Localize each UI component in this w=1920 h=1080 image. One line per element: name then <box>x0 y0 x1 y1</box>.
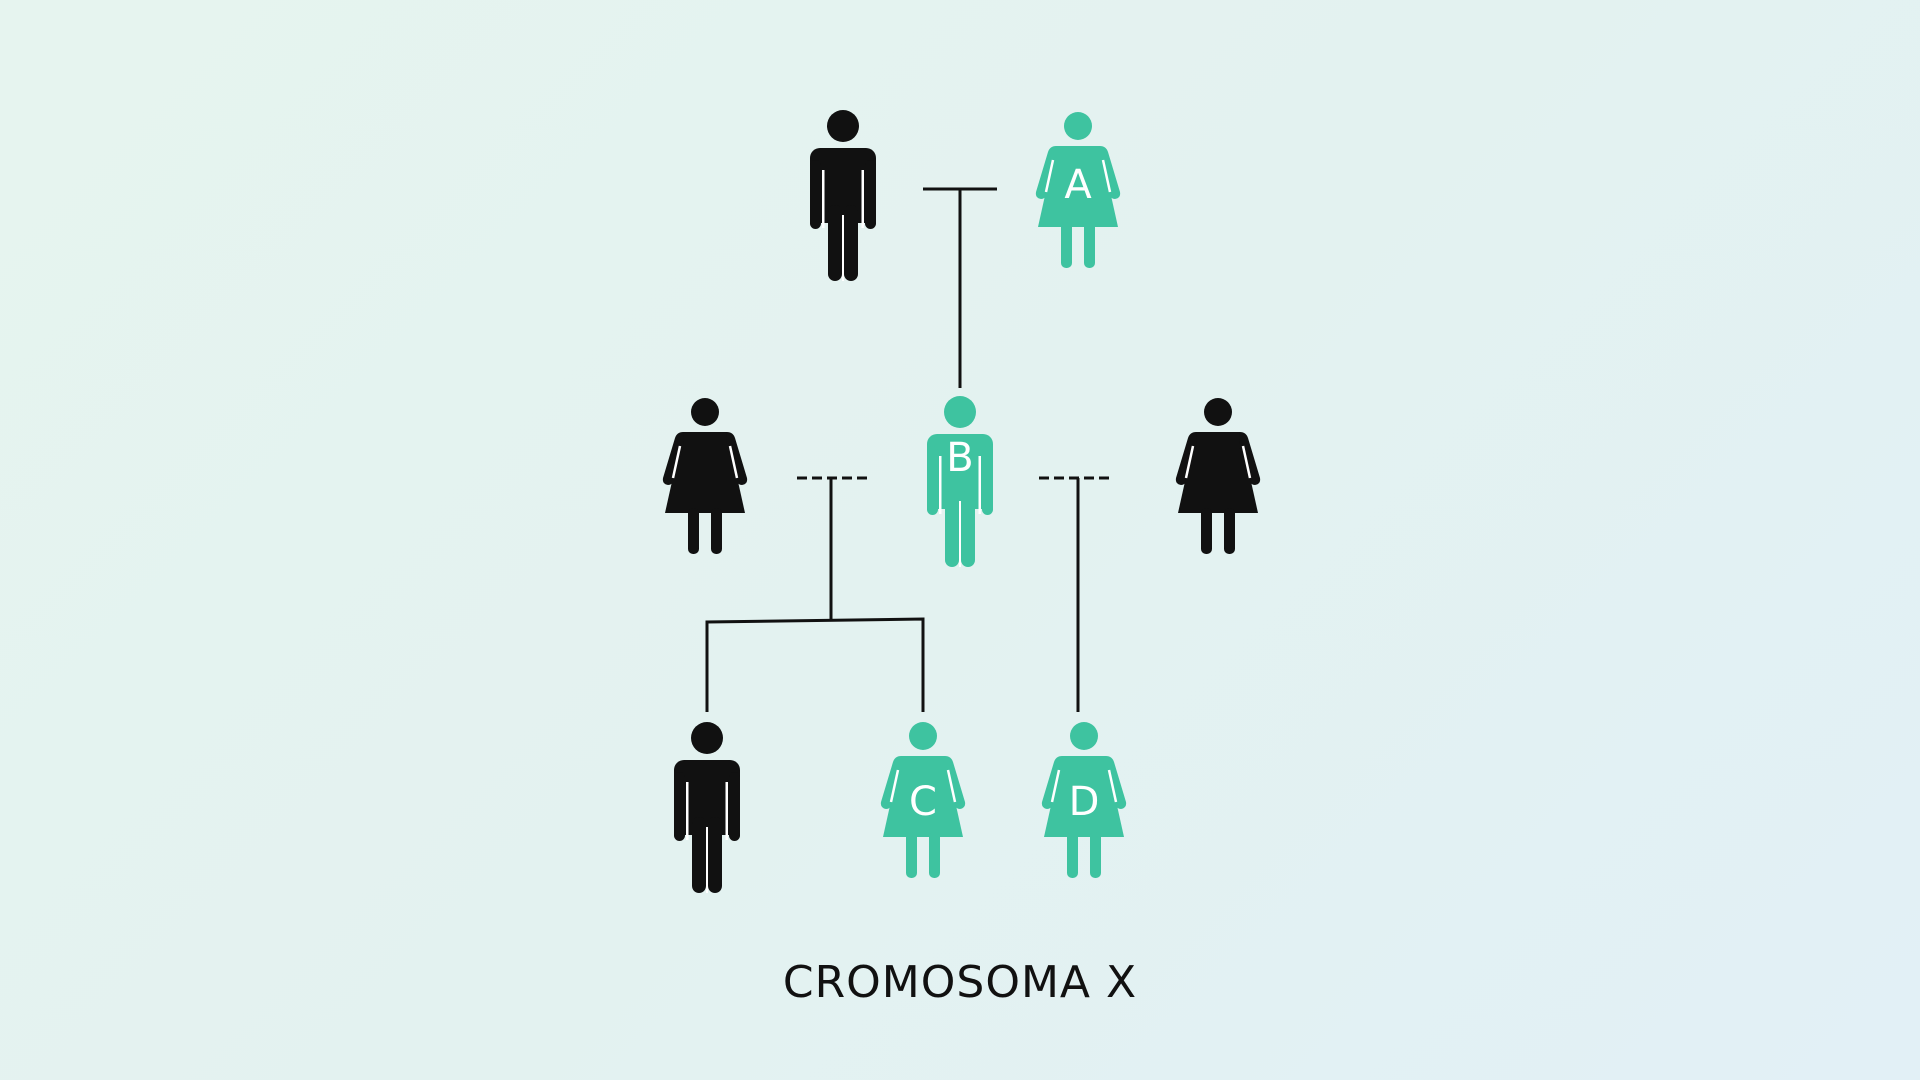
female-icon-granddaughter-d: D <box>1040 720 1128 880</box>
person-label-a: A <box>1064 162 1092 208</box>
person-label-c: C <box>909 779 937 825</box>
person-label-d: D <box>1069 779 1100 825</box>
generation-3: C D <box>674 720 1128 893</box>
female-icon-granddaughter-c: C <box>879 720 967 880</box>
female-icon-wife-left <box>661 396 749 556</box>
male-icon-grandson <box>674 722 740 893</box>
sibship-line <box>705 617 925 712</box>
person-label-b: B <box>946 435 973 481</box>
generation-2: B <box>661 396 1262 567</box>
male-icon-son-b: B <box>927 396 993 567</box>
female-icon-grandmother: A <box>1034 110 1122 270</box>
pedigree-lines <box>705 187 1113 712</box>
generation-1: A <box>810 110 1122 281</box>
diagram-caption: CROMOSOMA X <box>783 957 1137 1008</box>
male-icon-grandfather <box>810 110 876 281</box>
female-icon-wife-right <box>1174 396 1262 556</box>
